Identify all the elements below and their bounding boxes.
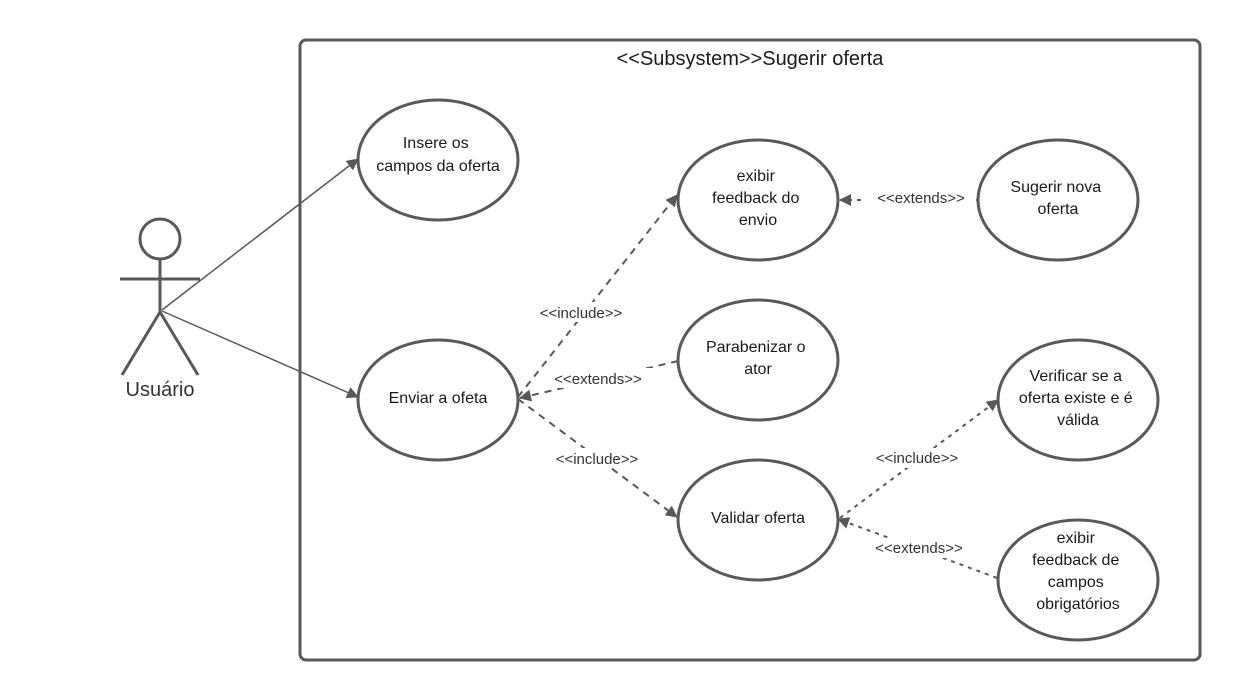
extends-label-parabenizar: <<extends>>	[554, 371, 642, 388]
include-line-exibir-envio	[517, 194, 678, 398]
use-case-verificar-label: Verificar se a oferta existe e é válida	[1019, 368, 1137, 429]
use-case-parabenizar-label: Parabenizar o ator	[706, 339, 810, 378]
association-enviar	[161, 310, 359, 399]
actor-name: Usuário	[126, 379, 195, 401]
use-case-exibir-envio	[676, 138, 840, 262]
actor-figure	[120, 217, 200, 376]
include-label-verificar: <<include>>	[876, 450, 959, 467]
use-case-verificar	[996, 338, 1160, 462]
actor-leg-left	[120, 311, 162, 376]
extends-label-sugerir: <<extends>>	[877, 190, 965, 207]
use-case-exibir-campos-label: exibir feedback de campos obrigatórios	[1032, 530, 1124, 613]
use-case-exibir-campos	[996, 518, 1160, 642]
extends-label-campos: <<extends>>	[875, 540, 963, 557]
actor-head	[138, 217, 182, 261]
include-line-verificar	[839, 399, 999, 519]
subsystem-boundary	[298, 38, 1202, 662]
use-case-enviar	[356, 338, 520, 462]
use-case-validar	[676, 458, 840, 582]
use-case-exibir-envio-label: exibir feedback do envio	[712, 168, 804, 229]
actor-leg-right	[158, 311, 200, 376]
use-case-sugerir	[976, 138, 1140, 262]
association-insere	[161, 158, 359, 311]
use-case-insere-label: Insere os campos da oferta	[376, 135, 500, 175]
use-case-sugerir-label: Sugerir nova oferta	[1010, 179, 1105, 218]
include-label-top: <<include>>	[540, 305, 623, 322]
use-case-validar-label: Validar oferta	[711, 510, 805, 527]
subsystem-title: <<Subsystem>>Sugerir oferta	[617, 48, 885, 70]
use-case-parabenizar	[676, 298, 840, 422]
include-label-bottom: <<include>>	[556, 451, 639, 468]
use-case-enviar-label: Enviar a ofeta	[389, 390, 488, 407]
use-case-insere	[356, 98, 520, 222]
